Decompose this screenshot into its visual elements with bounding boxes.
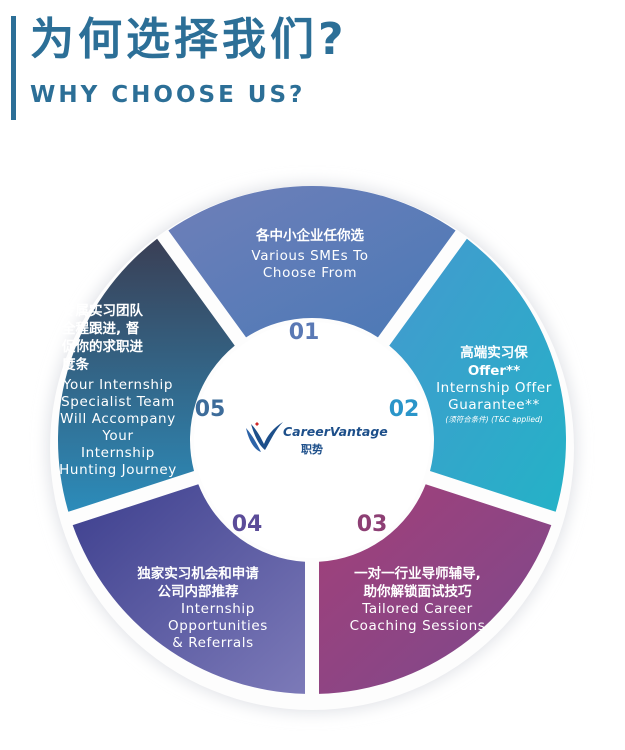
segment-05-en-text: Your Internship Specialist Team Will Acc… [58, 377, 178, 479]
segment-02-note: (须符合条件) (T&C applied) [424, 414, 564, 425]
segment-02-cn-line-1: 高端实习保 [460, 345, 528, 361]
segment-04-en-line-2: Opportunities [168, 618, 268, 634]
segment-01-en-line-2: Choose From [262, 265, 358, 281]
segment-02-note-cn: (须符合条件) [445, 415, 489, 424]
segment-04-number: 04 [231, 512, 263, 537]
segment-05-text: 专属实习团队 全程跟进, 督 促你的求职进 度条 [62, 302, 187, 374]
careervantage-logo: CareerVantage 职势 [243, 418, 388, 458]
segment-03-en-line-2: Coaching Sessions [349, 618, 486, 634]
segment-03-cn-line-2: 助你解锁面试技巧 [363, 584, 472, 600]
segment-04-cn-line-2: 公司内部推荐 [157, 584, 239, 600]
segment-01-text: 各中小企业任你选 Various SMEs To Choose From [225, 227, 395, 282]
segment-05-number: 05 [194, 397, 226, 422]
segment-03-text: 一对一行业导师辅导, 助你解锁面试技巧 Tailored Career Coac… [330, 565, 505, 635]
segment-01-number: 01 [288, 320, 320, 345]
segment-04-shape [72, 484, 306, 694]
page-subtitle: WHY CHOOSE US? [30, 82, 306, 108]
segment-01-en-line-1: Various SMEs To [251, 248, 369, 264]
wheel-hub [194, 322, 430, 558]
segment-05-en-line-2: Specialist Team [61, 394, 175, 410]
segment-01-shape [168, 186, 456, 338]
header-accent-bar [11, 16, 16, 120]
segment-02-number: 02 [388, 397, 420, 422]
logo-sub: 职势 [301, 443, 323, 456]
segment-03-cn-line-1: 一对一行业导师辅导, [354, 566, 481, 582]
logo-name: CareerVantage [283, 424, 388, 439]
segment-02-text: 高端实习保 Offer** Internship Offer Guarantee… [424, 344, 564, 425]
segment-05-en-line-5: Internship [81, 445, 155, 461]
segment-04-en-line-1: Internship [181, 601, 255, 617]
segment-05-cn-line-3: 促你的求职进 [62, 339, 143, 355]
segment-05-en-line-6: Hunting Journey [59, 462, 177, 478]
segment-05-en-line-1: Your Internship [62, 377, 174, 393]
segment-02-en-line-2: Guarantee** [448, 397, 540, 413]
segment-03-number: 03 [356, 512, 388, 537]
segment-03-en-line-1: Tailored Career [362, 601, 473, 617]
segment-03-shape [318, 484, 552, 694]
segment-02-en-line-1: Internship Offer [436, 380, 552, 396]
segment-05-en-line-3: Will Accompany [60, 411, 176, 427]
segment-05-cn-line-1: 专属实习团队 [62, 303, 143, 319]
page-title: 为何选择我们? [30, 14, 348, 65]
segment-04-cn-line-1: 独家实习机会和申请 [137, 566, 259, 582]
cv-logo-icon [246, 422, 283, 452]
segment-02-shape [389, 238, 566, 512]
segment-05-en-line-4: Your [102, 428, 134, 444]
segment-02-note-en: (T&C applied) [491, 415, 543, 424]
segment-05-shape [57, 238, 235, 512]
segment-05-cn-line-2: 全程跟进, 督 [62, 321, 140, 337]
segment-04-en-line-3: & Referrals [172, 635, 254, 651]
segment-01-cn: 各中小企业任你选 [256, 228, 364, 244]
segment-02-cn-line-2: Offer** [467, 363, 521, 379]
segment-04-text: 独家实习机会和申请 公司内部推荐 Internship Opportunitie… [113, 565, 283, 652]
segment-05-cn-line-4: 度条 [62, 357, 89, 373]
